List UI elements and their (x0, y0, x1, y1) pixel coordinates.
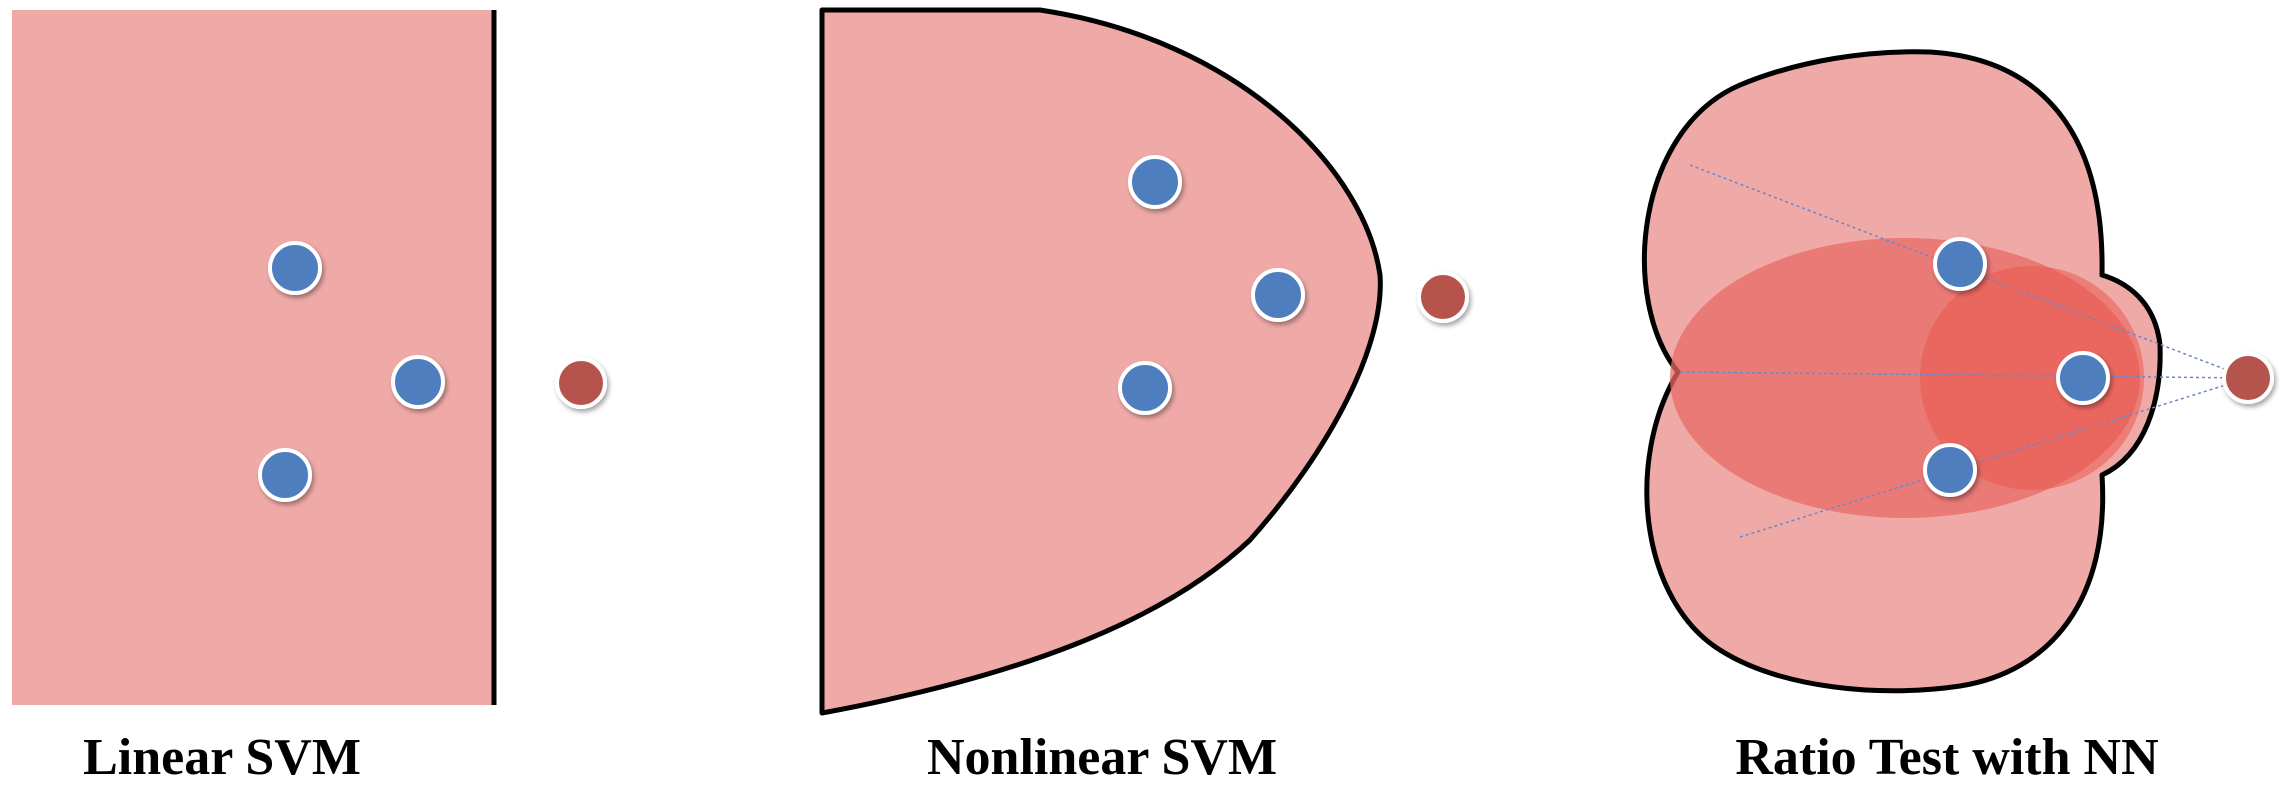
nn-circle-region (1920, 266, 2144, 490)
positive-sample-1 (1933, 237, 1987, 291)
nn-distance-lines (1679, 164, 2249, 538)
caption-linear-svm: Linear SVM (83, 729, 361, 786)
nn-line-2 (1679, 371, 2249, 379)
caption-ratio-test-nn: Ratio Test with NN (1735, 729, 2159, 786)
positive-sample-2 (391, 355, 445, 409)
panel-ratio-test-nn (1642, 49, 2274, 694)
negative-sample (555, 357, 607, 409)
panel-nonlinear-svm (819, 7, 1469, 716)
nn-line-3 (1739, 377, 2249, 538)
positive-sample-3 (1118, 361, 1172, 415)
positive-sample-3 (258, 448, 312, 502)
nonlinear-svm-region (819, 7, 1383, 716)
caption-nonlinear-svm: Nonlinear SVM (926, 729, 1278, 786)
positive-sample-2 (1251, 268, 1305, 322)
panel-linear-svm (12, 10, 607, 705)
negative-sample (2222, 352, 2274, 404)
positive-sample-2 (2056, 351, 2110, 405)
positive-sample-1 (1128, 155, 1182, 209)
positive-sample-1 (268, 241, 322, 295)
negative-sample (1417, 271, 1469, 323)
positive-sample-3 (1923, 443, 1977, 497)
